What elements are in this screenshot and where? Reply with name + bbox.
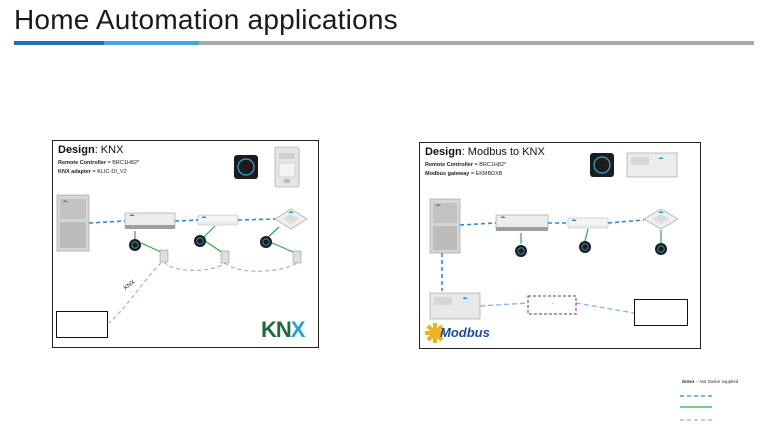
modbus-wall-unit-icon <box>567 217 609 229</box>
modbus-ducted-unit-icon <box>495 214 549 231</box>
knx-line1-value: = BRC1H82* <box>105 160 140 166</box>
knx-logo-n: N <box>275 317 292 342</box>
modbus-heading-bold: Design <box>425 146 462 158</box>
modbus-logo-icon <box>425 323 445 343</box>
knx-logo: KNX <box>261 317 306 343</box>
knx-line2-value: = KLIC-DI_V2 <box>91 169 127 175</box>
modbus-line1-value: = BRC1H82* <box>472 162 507 168</box>
title-underline <box>14 41 754 45</box>
modbus-heading-rest: : Modbus to KNX <box>461 146 545 158</box>
legend-line-samples <box>680 395 712 421</box>
knx-adapter-line: KNX adapter = KLIC-DI_V2 <box>58 169 127 175</box>
knx-outdoor-unit-icon <box>56 194 90 252</box>
legend-note-rest: – Not Daikin supplied <box>694 379 739 384</box>
knx-refrigerant-line <box>88 218 276 224</box>
title-underline-accent-light <box>104 41 199 45</box>
modbus-gateway-line: Modbus gateway = EKMBDXB <box>425 171 502 177</box>
knx-heading-bold: Design <box>58 144 95 156</box>
modbus-unit-controllers <box>515 241 667 257</box>
knx-unit-controllers <box>129 235 272 251</box>
knx-panel-heading: Design: KNX <box>58 144 123 156</box>
knx-wall-unit-icon <box>197 214 239 226</box>
modbus-controller-wiring <box>520 228 662 244</box>
knx-design-panel: Design: KNX Remote Controller = BRC1H82*… <box>52 140 319 348</box>
knx-line1-label: Remote Controller <box>58 160 106 166</box>
modbus-panel-heading: Design: Modbus to KNX <box>425 146 545 158</box>
modbus-refrigerant-line <box>441 219 645 291</box>
modbus-cassette-unit-icon <box>643 208 679 230</box>
title-underline-accent-dark <box>14 41 104 45</box>
knx-remote-controller-line: Remote Controller = BRC1H82* <box>58 160 139 166</box>
knx-cassette-unit-icon <box>274 208 308 230</box>
modbus-gateway-box-label: - <box>552 301 554 307</box>
knx-bus-line <box>108 261 298 324</box>
knx-heading-rest: : KNX <box>94 144 124 156</box>
modbus-remote-controller-line: Remote Controller = BRC1H82* <box>425 162 506 168</box>
legend-note: Note1 – Not Daikin supplied <box>682 379 738 384</box>
modbus-remote-controller-icon <box>590 153 614 177</box>
modbus-design-panel: Design: Modbus to KNX Remote Controller … <box>419 142 701 349</box>
knx-line2-label: KNX adapter <box>58 169 92 175</box>
knx-logo-k: K <box>261 317 277 342</box>
modbus-line1-label: Remote Controller <box>425 162 473 168</box>
modbus-line2-value: = EKMBDXB <box>469 171 503 177</box>
knx-logo-x: X <box>290 317 306 342</box>
modbus-outdoor-unit-icon <box>429 198 461 254</box>
modbus-gateway-device-icon <box>626 152 678 178</box>
knx-adapter-device-icon <box>274 146 300 188</box>
knx-ducted-unit-icon <box>124 212 176 229</box>
knx-adapters <box>159 249 302 264</box>
legend-note-bold: Note1 <box>682 379 695 384</box>
modbus-logo-text: Modbus <box>440 325 490 340</box>
modbus-line2-label: Modbus gateway <box>425 171 470 177</box>
modbus-bus-line <box>479 302 635 314</box>
modbus-diagram <box>429 152 679 320</box>
modbus-knx-gateway-box <box>527 295 577 315</box>
knx-remote-controller-icon <box>234 155 258 179</box>
modbus-gateway-bottom-icon <box>429 292 481 320</box>
modbus-not-supplied-box <box>634 299 688 326</box>
knx-diagram <box>56 146 308 324</box>
slide-title: Home Automation applications <box>14 4 398 35</box>
knx-not-supplied-box <box>56 311 108 338</box>
